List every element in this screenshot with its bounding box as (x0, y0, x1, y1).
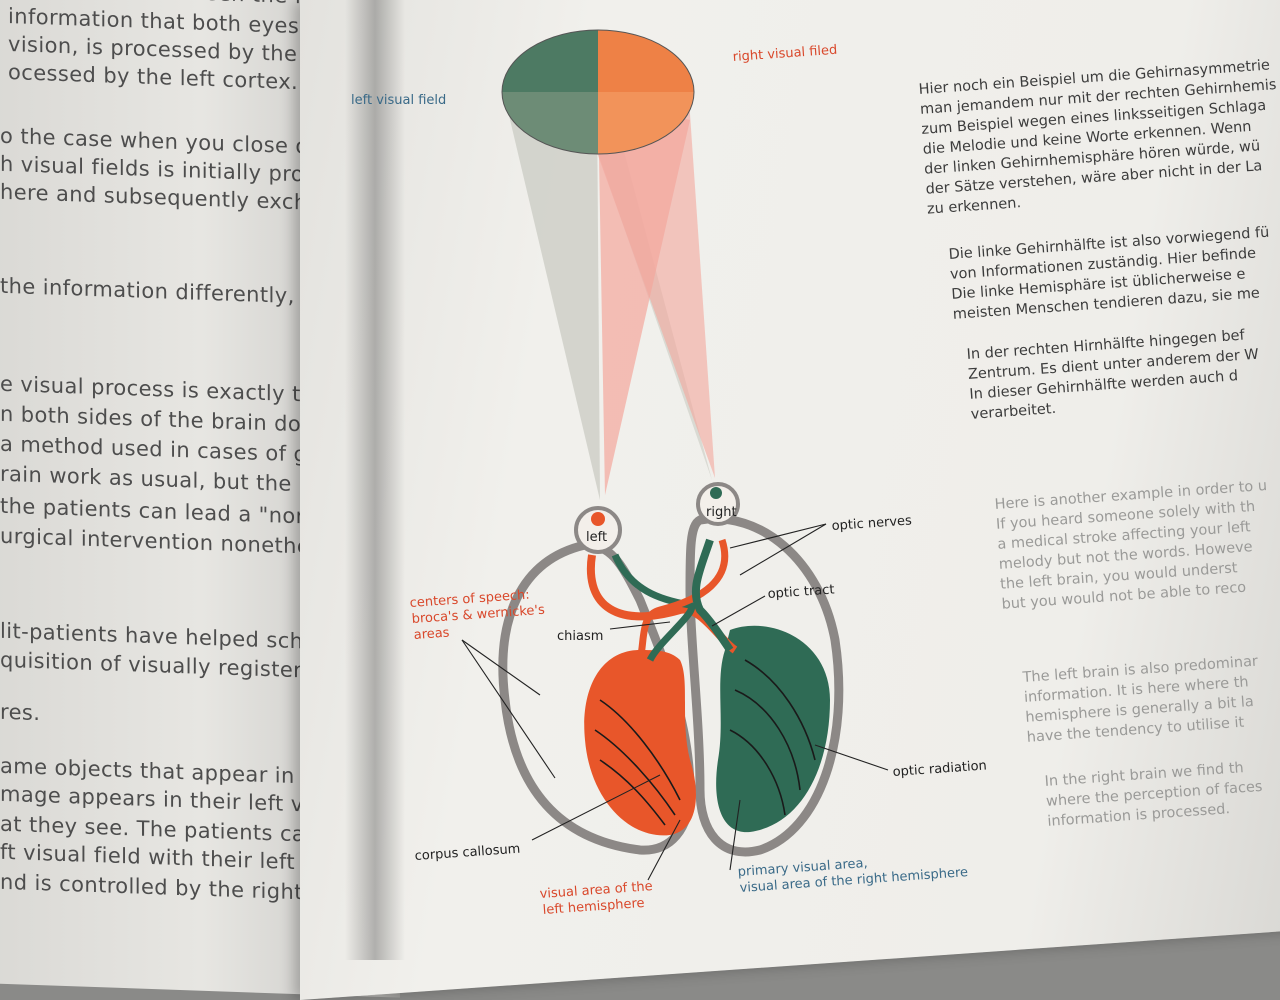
field-disc-outline (501, 29, 695, 155)
right-eye-red-cone (596, 85, 715, 478)
field-quadrant-bottom-right (598, 92, 694, 154)
right-eye-icon (696, 482, 740, 526)
label-optic-nerves: optic nerves (831, 513, 912, 534)
label-right-eye: right (706, 505, 737, 520)
left-optic-nerve-crossing (611, 553, 696, 662)
label-pointer-lines (461, 523, 889, 881)
label-corpus-callosum: corpus callosum (414, 842, 521, 864)
field-quadrant-top-left (502, 30, 598, 92)
right-optic-nerve (691, 538, 734, 653)
visual-field-disc (501, 29, 695, 155)
label-left-eye: left (586, 530, 607, 545)
right-visual-area (716, 625, 830, 833)
left-visual-area (584, 650, 696, 836)
label-optic-tract: optic tract (767, 582, 835, 602)
label-left-visual-field: left visual field (351, 93, 446, 108)
german-paragraph: Hier noch ein Beispiel um die Gehirnasym… (918, 55, 1280, 220)
label-visual-area-left-2: left hemisphere (542, 896, 645, 918)
label-centers-speech-3: areas (413, 626, 450, 643)
left-field-projection-gray (503, 90, 600, 500)
left-hemisphere-outline (498, 540, 695, 855)
left-eye-icon (574, 506, 622, 554)
label-chiasm: chiasm (557, 629, 603, 644)
label-right-visual-field: right visual filed (732, 43, 838, 65)
right-optic-nerve-crossing (636, 538, 729, 661)
label-optic-radiation: optic radiation (892, 758, 987, 780)
optic-radiation-lines (594, 659, 816, 826)
field-quadrant-bottom-left (502, 92, 598, 154)
field-quadrant-top-right (598, 30, 694, 92)
visual-pathway-diagram: left visual field right visual filed lef… (351, 29, 987, 918)
left-optic-nerve (586, 554, 738, 654)
book-gutter-shadow (345, 0, 405, 960)
